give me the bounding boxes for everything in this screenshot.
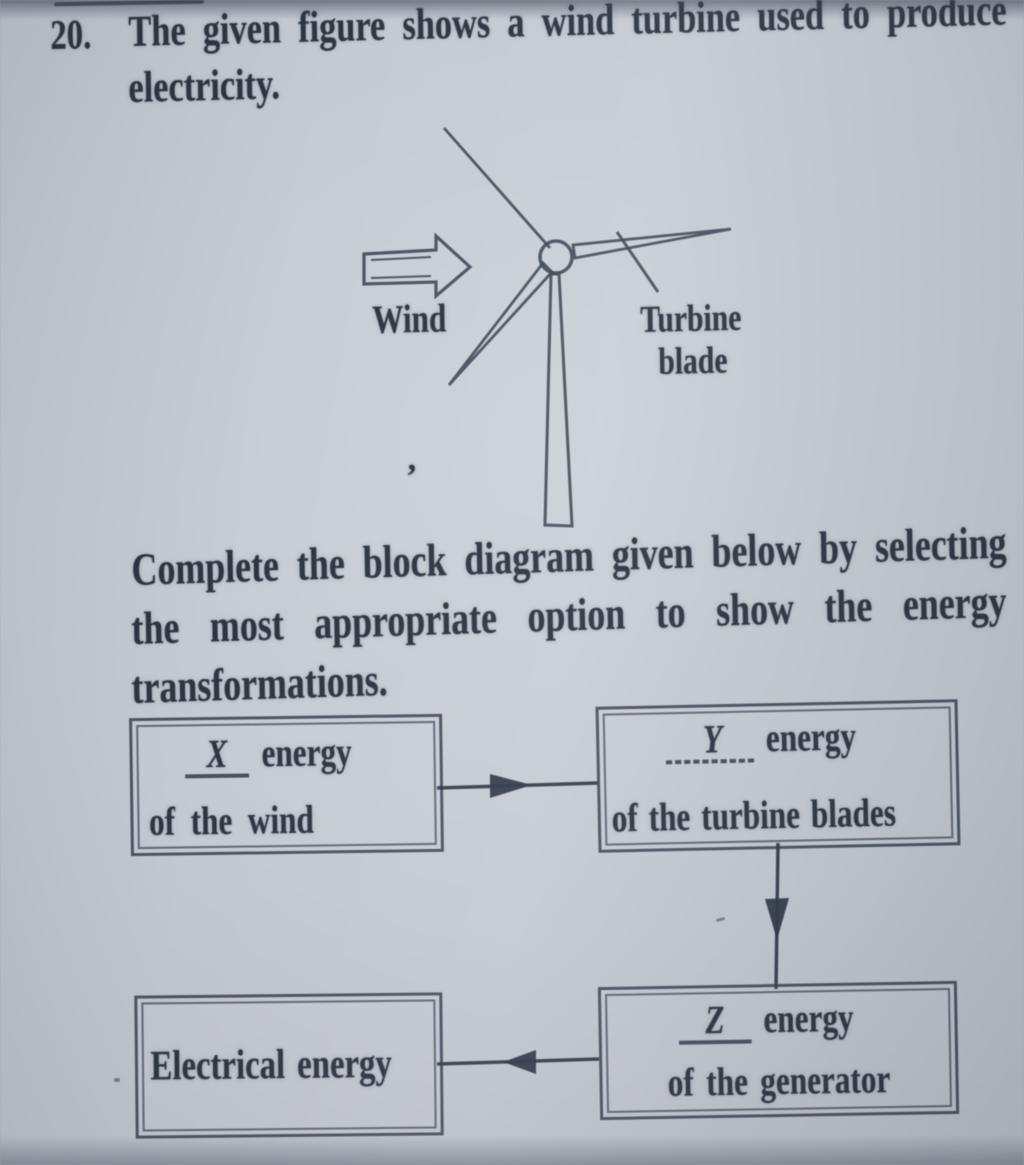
- arrow-generator-to-electrical: [437, 1050, 599, 1074]
- down-arrowhead-icon: [765, 898, 789, 940]
- left-arrowhead-icon: [503, 1050, 536, 1074]
- question-text-line2: electricity.: [128, 59, 281, 112]
- turbine-tower: [543, 272, 574, 528]
- photo-bottom-shadow: [0, 1135, 1024, 1165]
- generator-energy-box-line1: Z energy: [610, 994, 945, 1046]
- ink-speck: [715, 916, 726, 923]
- turbine-blade-label-line1: Turbine: [640, 296, 742, 341]
- electrical-energy-label: Electrical energy: [150, 1040, 393, 1090]
- electrical-energy-box: Electrical energy: [134, 992, 444, 1139]
- blank-z: Z: [678, 997, 752, 1045]
- turbine-blade-right: [571, 227, 732, 260]
- turbine-blade-label-line2: blade: [658, 339, 728, 383]
- question-text-line1: The given figure shows a wind turbine us…: [128, 0, 1007, 56]
- turbine-blade-upper: [442, 127, 552, 249]
- generator-energy-box: Z energy of the generator: [597, 980, 960, 1121]
- wind-energy-box-line1: X energy: [143, 729, 429, 779]
- arrow-blades-to-generator: [765, 843, 789, 989]
- blank-y: Y: [665, 716, 754, 765]
- blade-energy-box: Y energy of the turbine blades: [595, 699, 961, 853]
- generator-energy-suffix: energy: [763, 994, 854, 1042]
- arrow-wind-to-blades: [437, 774, 598, 798]
- wind-energy-suffix: energy: [261, 729, 352, 776]
- question-number: 20.: [50, 12, 92, 59]
- instruction-line3: transformations.: [131, 653, 389, 713]
- wind-turbine-figure: [362, 127, 732, 528]
- blade-energy-box-line1: Y energy: [607, 712, 947, 765]
- ink-speck: [114, 1078, 120, 1082]
- wind-energy-box-line2: of the wind: [148, 796, 315, 844]
- blade-label-leader-line: [615, 231, 660, 293]
- photo-top-shadow: [0, 0, 1024, 20]
- wind-energy-box: X energy of the wind: [129, 713, 444, 857]
- wind-arrow-icon: [362, 232, 473, 300]
- turbine-blade-lower: [447, 260, 554, 386]
- turbine-hub: [538, 239, 574, 275]
- ink-speck-comma: ’: [406, 458, 418, 495]
- blade-energy-box-line2: of the turbine blades: [611, 789, 897, 841]
- generator-energy-box-line2: of the generator: [667, 1055, 891, 1105]
- blade-energy-suffix: energy: [765, 713, 857, 761]
- wind-label: Wind: [372, 295, 447, 342]
- right-arrowhead-icon: [490, 774, 532, 798]
- blank-x: X: [184, 731, 250, 779]
